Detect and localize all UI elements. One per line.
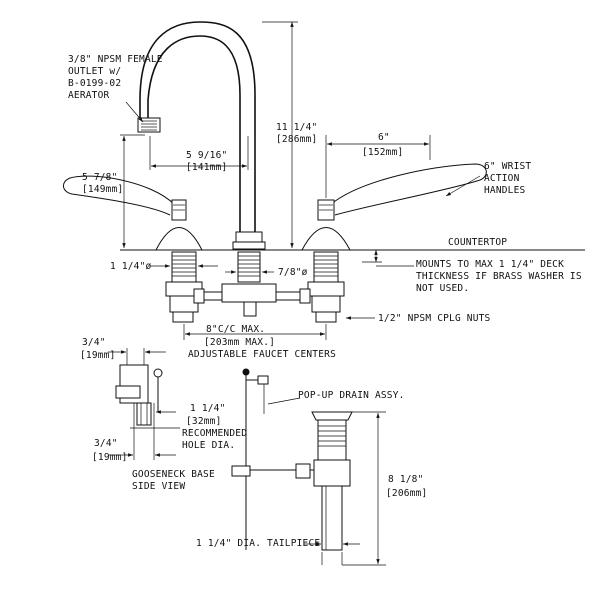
height-mm-label: [286mm] <box>276 134 317 145</box>
left-handle-escutcheon <box>155 227 203 251</box>
base-bottom-in-label: 3/4" <box>94 438 118 449</box>
right-valve-body <box>307 251 345 323</box>
popup-drain-label: POP-UP DRAIN ASSY. <box>298 390 405 401</box>
spout-height-in-label: 5 7/8" <box>82 172 118 183</box>
left-valve-body <box>165 251 203 323</box>
pop-up-drain-assembly <box>231 368 386 566</box>
deck-note-line3: NOT USED. <box>416 283 469 294</box>
reach-in-label: 5 9/16" <box>186 150 227 161</box>
handle-spread-in-label: 6" <box>378 132 390 143</box>
deck-note-line1: MOUNTS TO MAX 1 1/4" DECK <box>416 259 564 270</box>
gooseneck-spout <box>137 21 256 232</box>
spout-height-mm-label: [149mm] <box>82 184 123 195</box>
center-dia-label: 7/8"ø <box>278 267 308 278</box>
drain-height-mm-label: [206mm] <box>386 488 427 499</box>
base-hole-mm-label: [32mm] <box>186 416 222 427</box>
base-hole-in-label: 1 1/4" <box>190 403 226 414</box>
handle-spread-mm-label: [152mm] <box>362 147 403 158</box>
handles-label-line1: 6" WRIST <box>484 161 531 172</box>
dimension-lines <box>120 21 481 340</box>
recommended-line2: HOLE DIA. <box>182 440 235 451</box>
cplg-nuts-label: 1/2" NPSM CPLG NUTS <box>378 313 491 324</box>
base-top-in-label: 3/4" <box>82 337 106 348</box>
outlet-label-line4: AERATOR <box>68 90 110 101</box>
gooseneck-caption-line1: GOOSENECK BASE <box>132 469 215 480</box>
center-spout-shank <box>221 251 277 317</box>
hole-dia-label: 1 1/4"ø <box>110 261 152 272</box>
faucet-front-view <box>63 21 585 323</box>
drain-height-in-label: 8 1/8" <box>388 474 424 485</box>
reach-mm-label: [141mm] <box>186 162 227 173</box>
right-wrist-handle <box>301 163 487 251</box>
centers-mm-label: [203mm MAX.] <box>204 337 275 348</box>
text-labels: 3/8" NPSM FEMALE OUTLET w/ B-0199-02 AER… <box>68 54 582 549</box>
left-wrist-handle <box>63 175 203 251</box>
tailpiece-label: 1 1/4" DIA. TAILPIECE <box>196 538 320 549</box>
base-bottom-mm-label: [19mm] <box>92 452 128 463</box>
outlet-label-line3: B-0199-02 <box>68 78 121 89</box>
height-in-label: 11 1/4" <box>276 122 317 133</box>
centers-caption: ADJUSTABLE FAUCET CENTERS <box>188 349 336 360</box>
gooseneck-caption-line2: SIDE VIEW <box>132 481 185 492</box>
centers-in-label: 8"C/C MAX. <box>206 324 265 335</box>
outlet-label-line1: 3/8" NPSM FEMALE <box>68 54 163 65</box>
handles-label-line3: HANDLES <box>484 185 526 196</box>
base-top-mm-label: [19mm] <box>80 350 116 361</box>
aerator-icon <box>137 117 161 133</box>
deck-note-line2: THICKNESS IF BRASS WASHER IS <box>416 271 582 282</box>
countertop-label: COUNTERTOP <box>448 237 507 248</box>
gooseneck-base-side-view <box>108 348 180 460</box>
recommended-line1: RECOMMENDED <box>182 428 247 439</box>
handles-label-line2: ACTION <box>484 173 520 184</box>
right-handle-escutcheon <box>301 227 351 251</box>
outlet-label-line2: OUTLET w/ <box>68 66 121 77</box>
